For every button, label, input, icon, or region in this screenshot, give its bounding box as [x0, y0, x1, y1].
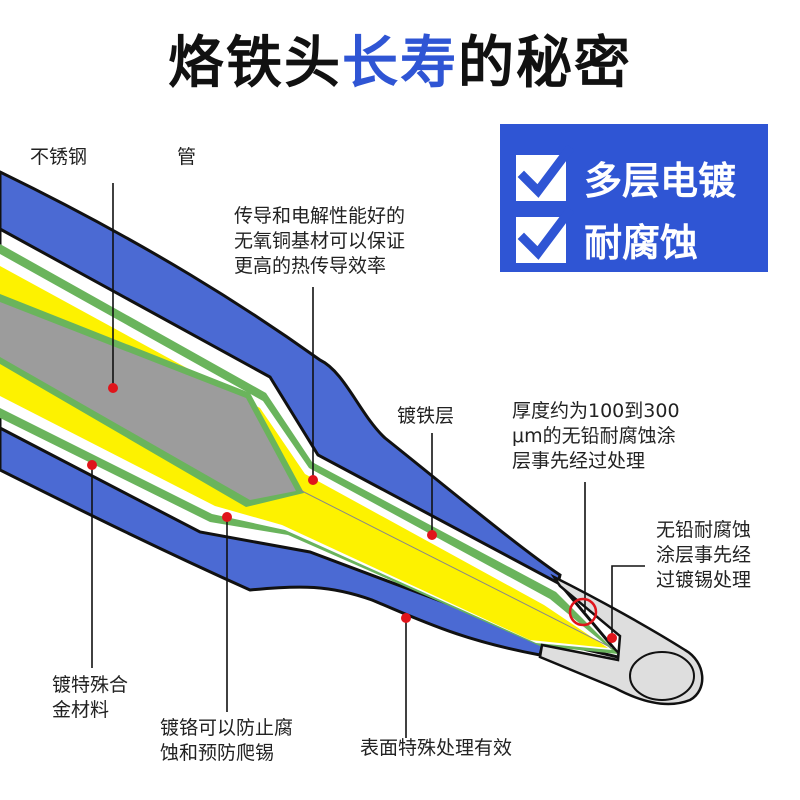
badge-item-2-label: 耐腐蚀 [584, 221, 699, 265]
label-chrome: 镀铬可以防止腐 蚀和预防爬锡 [160, 716, 293, 766]
label-copper: 传导和电解性能好的 无氧铜基材可以保证 更高的热传导效率 [234, 204, 405, 279]
marker-surface [401, 613, 411, 623]
label-chrome-line-2: 蚀和预防爬锡 [160, 742, 275, 764]
marker-iron [427, 530, 437, 540]
label-thickness-line-2: μm的无铅耐腐蚀涂 [512, 425, 676, 447]
label-stainless: 不锈钢 [30, 146, 88, 168]
badge-item-1: 多层电镀 [516, 144, 737, 205]
marker-chrome [222, 512, 232, 522]
marker-lead-free [607, 633, 617, 643]
tip-end-ellipse [629, 651, 695, 701]
leader-lead-free [611, 565, 645, 638]
label-chrome-line-1: 镀铬可以防止腐 [160, 717, 294, 739]
tip-cap [538, 573, 704, 706]
title-part-3: 的秘密 [458, 31, 632, 96]
marker-thickness-ring [568, 597, 598, 627]
label-copper-line-2: 无氧铜基材可以保证 [234, 230, 406, 252]
label-alloy-line-2: 金材料 [52, 699, 110, 721]
badge-item-2: 耐腐蚀 [516, 206, 699, 267]
label-alloy: 镀特殊合 金材料 [52, 673, 128, 723]
label-copper-line-3: 更高的热传导效率 [234, 255, 387, 277]
label-lead-free-line-1: 无铅耐腐蚀 [656, 519, 752, 541]
title-part-2-highlight: 长寿 [342, 31, 458, 96]
label-iron: 镀铁层 [397, 405, 455, 427]
marker-stainless [108, 383, 118, 393]
title-part-1: 烙铁头 [168, 31, 342, 96]
label-lead-free-line-2: 涂层事先经 [656, 544, 752, 566]
badge-item-1-label: 多层电镀 [584, 159, 737, 203]
page-title: 烙铁头长寿的秘密 [0, 18, 800, 99]
feature-badge: 多层电镀 耐腐蚀 [500, 124, 768, 272]
marker-copper [308, 475, 318, 485]
label-surface: 表面特殊处理有效 [360, 737, 513, 759]
label-tube: 管 [177, 146, 197, 168]
label-copper-line-1: 传导和电解性能好的 [234, 205, 406, 227]
label-thickness-line-1: 厚度约为100到300 [512, 400, 680, 422]
marker-alloy [87, 460, 97, 470]
label-thickness: 厚度约为100到300 μm的无铅耐腐蚀涂 层事先经过处理 [512, 399, 680, 474]
label-lead-free: 无铅耐腐蚀 涂层事先经 过镀锡处理 [656, 518, 751, 593]
checkmark-icon [516, 206, 574, 263]
label-lead-free-line-3: 过镀锡处理 [656, 569, 752, 591]
gray-core [0, 302, 296, 500]
label-thickness-line-3: 层事先经过处理 [512, 450, 646, 472]
checkmark-icon [516, 144, 574, 201]
label-alloy-line-1: 镀特殊合 [52, 674, 129, 696]
center-line [299, 489, 613, 649]
